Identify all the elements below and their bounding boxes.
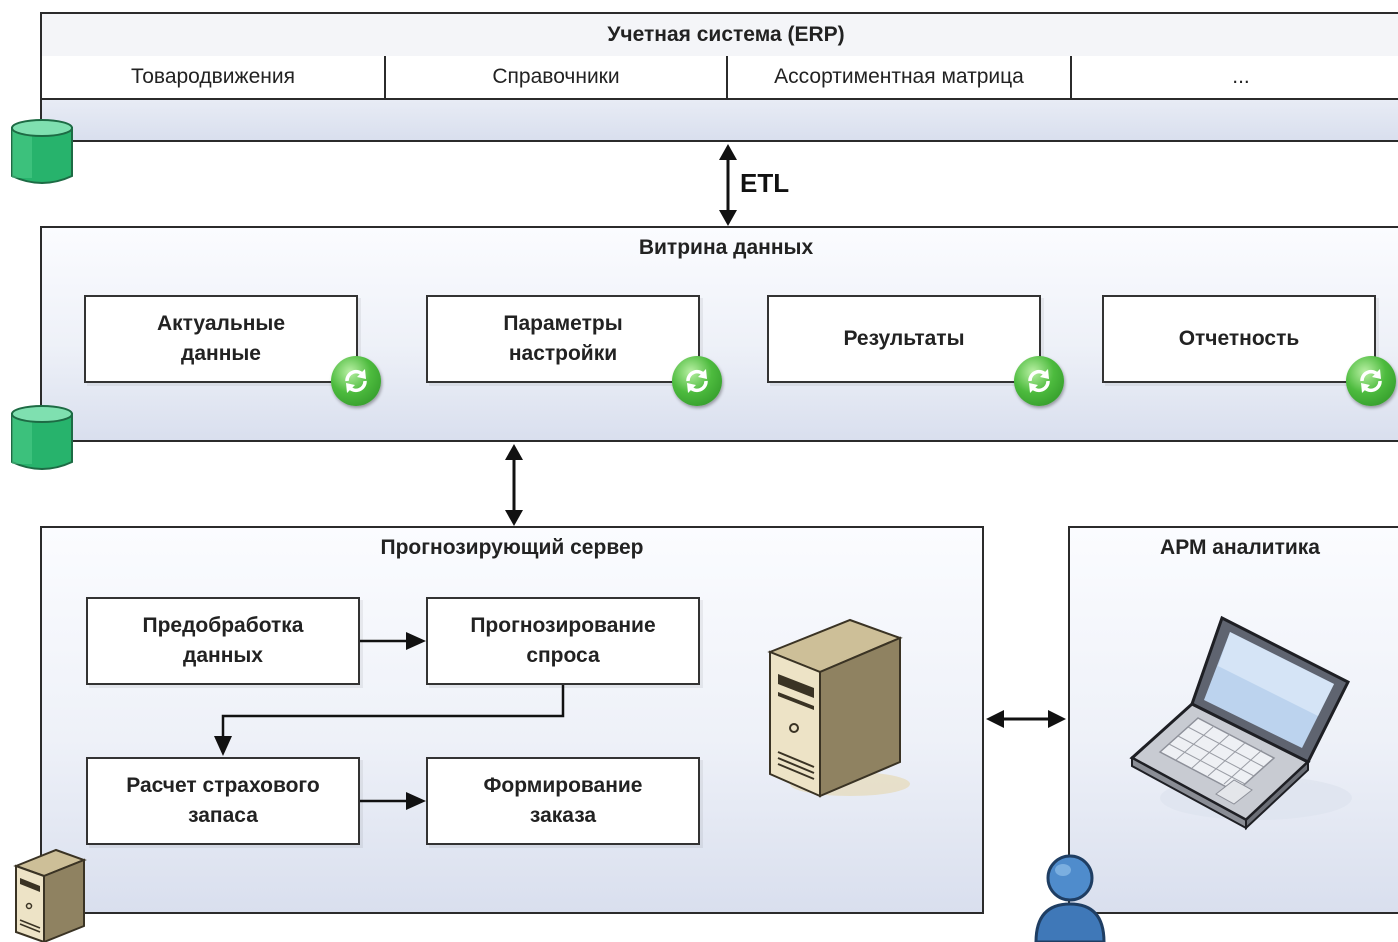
datamart-server-arrow xyxy=(505,444,523,526)
step-preprocessing: Предобработка данных xyxy=(86,597,360,685)
workstation-title: АРМ аналитика xyxy=(1160,536,1320,559)
erp-title-row: Учетная система (ERP) xyxy=(42,14,1398,58)
erp-title: Учетная система (ERP) xyxy=(607,23,845,46)
database-icon xyxy=(11,119,73,184)
datamart-box-actual-data: Актуальные данные xyxy=(84,295,358,383)
box-line: запаса xyxy=(188,804,258,827)
step-order-formation: Формирование заказа xyxy=(426,757,700,845)
server-icon xyxy=(767,618,910,798)
step-demand-forecast: Прогнозирование спроса xyxy=(426,597,700,685)
datamart-title: Витрина данных xyxy=(638,236,814,259)
sync-icon xyxy=(1014,356,1064,406)
server-icon xyxy=(13,848,87,942)
laptop-icon xyxy=(1129,615,1352,831)
etl-label: ETL xyxy=(740,168,790,198)
box-line: Параметры xyxy=(503,312,623,335)
etl-arrow xyxy=(719,144,737,226)
database-icon xyxy=(11,405,73,470)
box-line: Отчетность xyxy=(1178,327,1300,350)
erp-cell-assortment: Ассортиментная матрица xyxy=(728,56,1072,98)
server-title: Прогнозирующий сервер xyxy=(380,536,644,559)
erp-cells: Товародвижения Справочники Ассортиментна… xyxy=(42,56,1398,100)
box-line: Предобработка xyxy=(142,614,304,637)
box-line: Формирование xyxy=(483,774,643,797)
sync-icon xyxy=(1346,356,1396,406)
box-line: данные xyxy=(181,342,261,365)
erp-cell-movements: Товародвижения xyxy=(42,56,386,98)
box-line: спроса xyxy=(526,644,600,667)
user-icon xyxy=(1034,854,1106,942)
box-line: Результаты xyxy=(843,327,965,350)
step-safety-stock: Расчет страхового запаса xyxy=(86,757,360,845)
erp-panel: Учетная система (ERP) Товародвижения Спр… xyxy=(40,12,1398,142)
box-line: настройки xyxy=(508,342,618,365)
box-line: заказа xyxy=(529,804,597,827)
box-line: Прогнозирование xyxy=(470,614,656,637)
box-line: Расчет страхового xyxy=(126,774,320,797)
datamart-box-results: Результаты xyxy=(767,295,1041,383)
box-line: Актуальные xyxy=(156,312,286,335)
box-line: данных xyxy=(183,644,263,667)
datamart-box-settings: Параметры настройки xyxy=(426,295,700,383)
sync-icon xyxy=(672,356,722,406)
erp-cell-directories: Справочники xyxy=(386,56,728,98)
erp-cell-more: ... xyxy=(1232,65,1250,88)
datamart-box-reporting: Отчетность xyxy=(1102,295,1376,383)
sync-icon xyxy=(331,356,381,406)
